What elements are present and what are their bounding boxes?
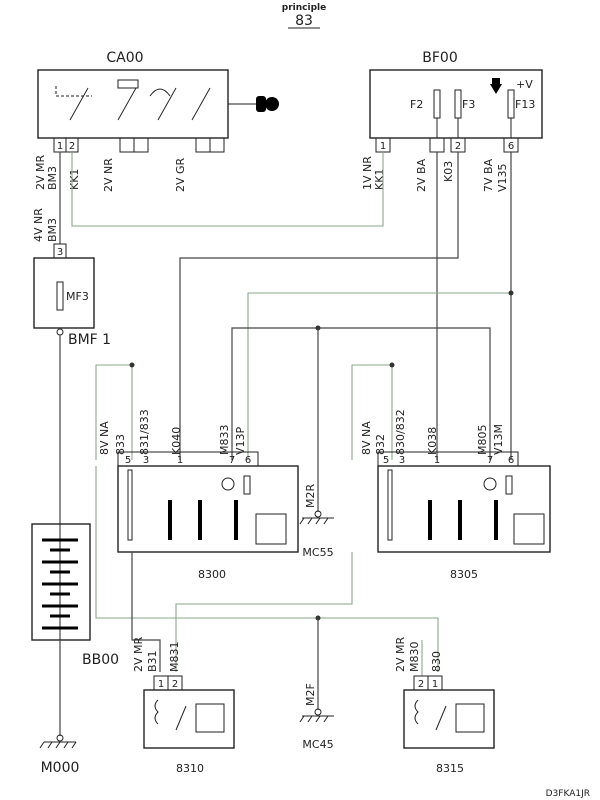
wire-m2r: M2R [304, 484, 317, 508]
wire-bf00-v135: V135 [496, 163, 509, 192]
svg-text:1: 1 [434, 455, 440, 466]
wire-8300-8vna: 8V NA [98, 421, 111, 455]
ca00-switch [37, 69, 279, 139]
svg-text:6: 6 [245, 455, 251, 466]
module-8300: 5 3 1 7 6 [117, 451, 299, 553]
wire-bf00-k03: K03 [442, 161, 455, 182]
wire-8305-832: 832 [374, 434, 387, 455]
wire-8305-m805: M805 [476, 425, 489, 456]
mf3-fuse: MF3 [33, 257, 95, 329]
wire-bf00-2vba: 2V BA [415, 158, 428, 192]
indicator-lamp-icon [221, 477, 235, 491]
wire-8310-2vmr: 2V MR [132, 636, 145, 672]
wire-8300-831-833: 831/833 [138, 409, 151, 455]
wire-bf00-7vba: 7V BA [482, 158, 495, 192]
bb00-label: BB00 [82, 652, 119, 668]
module-8305: 5 3 1 7 6 [377, 451, 551, 553]
svg-text:1: 1 [177, 455, 183, 466]
header-title: principle [282, 3, 326, 13]
wire-bf00-kk1: KK1 [373, 169, 386, 190]
header-page: 83 [295, 13, 313, 29]
wire-mf3-4vnr: 4V NR [32, 208, 45, 242]
bf00-label: BF00 [422, 50, 457, 66]
seat-heater-icon [455, 703, 485, 733]
wire-m2f: M2F [304, 683, 317, 706]
svg-text:1: 1 [158, 679, 164, 690]
svg-text:MF3: MF3 [66, 290, 89, 303]
svg-text:5: 5 [383, 455, 389, 466]
svg-text:3: 3 [143, 455, 149, 466]
wire-8305-v13m: V13M [492, 424, 505, 455]
svg-text:F13: F13 [515, 98, 535, 111]
wire-8300-m833: M833 [218, 425, 231, 456]
module-8315: 2 1 [403, 675, 495, 749]
arrow-down-icon [490, 84, 502, 94]
svg-text:2: 2 [172, 679, 178, 690]
ground-m000 [39, 734, 77, 749]
svg-text:2: 2 [455, 141, 461, 152]
u8300-label: 8300 [198, 568, 226, 581]
key-icon [256, 96, 266, 112]
wire-8300-833: 833 [114, 434, 127, 455]
mc55-label: MC55 [302, 546, 333, 559]
svg-text:F3: F3 [462, 98, 475, 111]
bmf1-label: BMF 1 [68, 332, 111, 348]
svg-text:6: 6 [508, 141, 514, 152]
wire-8305-k038: K038 [426, 427, 439, 455]
mc45-label: MC45 [302, 738, 333, 751]
ground-mc55 [299, 510, 334, 525]
wire-8300-v13p: V13P [234, 426, 247, 455]
module-8310: 1 2 [143, 675, 235, 749]
wire-8305-830-832: 830/832 [394, 409, 407, 455]
svg-text:5: 5 [125, 455, 131, 466]
ground-mc45 [299, 708, 334, 723]
footer-code: D3FKA1JR [546, 789, 590, 799]
wire-8315-2vmr: 2V MR [394, 636, 407, 672]
wire-8315-830: 830 [430, 651, 443, 672]
wire-8300-k040: K040 [170, 427, 183, 455]
ca00-pins: 1 2 [53, 137, 225, 153]
u8310-label: 8310 [176, 762, 204, 775]
bf00-pins: 1 2 6 [375, 137, 519, 153]
m000-label: M000 [41, 760, 80, 776]
svg-text:2: 2 [69, 141, 75, 152]
seat-heater-icon [195, 703, 225, 733]
ca00-label: CA00 [106, 50, 143, 66]
u8315-label: 8315 [436, 762, 464, 775]
svg-text:1: 1 [57, 141, 63, 152]
svg-text:2: 2 [418, 679, 424, 690]
wire-ca00-2vgr: 2V GR [174, 157, 187, 192]
wire-ca00-2vmr: 2V MR [34, 154, 47, 190]
svg-text:7: 7 [487, 455, 493, 466]
bf00-fusebox: F2 F3 F13 +V [369, 69, 543, 139]
battery-bb00 [31, 523, 91, 641]
svg-text:7: 7 [229, 455, 235, 466]
wire-8310-b31: B31 [146, 650, 159, 672]
indicator-lamp-icon [483, 477, 497, 491]
svg-text:3: 3 [399, 455, 405, 466]
svg-text:F2: F2 [410, 98, 423, 111]
wire-8315-m830: M830 [408, 642, 421, 673]
wire-8310-m831: M831 [168, 642, 181, 673]
mf3-pin: 3 [57, 247, 63, 258]
u8305-label: 8305 [450, 568, 478, 581]
wire-ca00-kk1: KK1 [68, 169, 81, 190]
wire-ca00-bm3: BM3 [46, 166, 59, 190]
seat-heater-icon [513, 513, 545, 545]
wire-bf00-1vnr: 1V NR [361, 156, 374, 190]
svg-text:6: 6 [508, 455, 514, 466]
svg-text:1: 1 [380, 141, 386, 152]
wire-mf3-bm3: BM3 [46, 218, 59, 242]
wire-ca00-2vnr: 2V NR [102, 158, 115, 192]
svg-text:+V: +V [516, 78, 533, 91]
wire-8305-8vna: 8V NA [360, 421, 373, 455]
svg-text:1: 1 [432, 679, 438, 690]
seat-heater-icon [255, 513, 287, 545]
